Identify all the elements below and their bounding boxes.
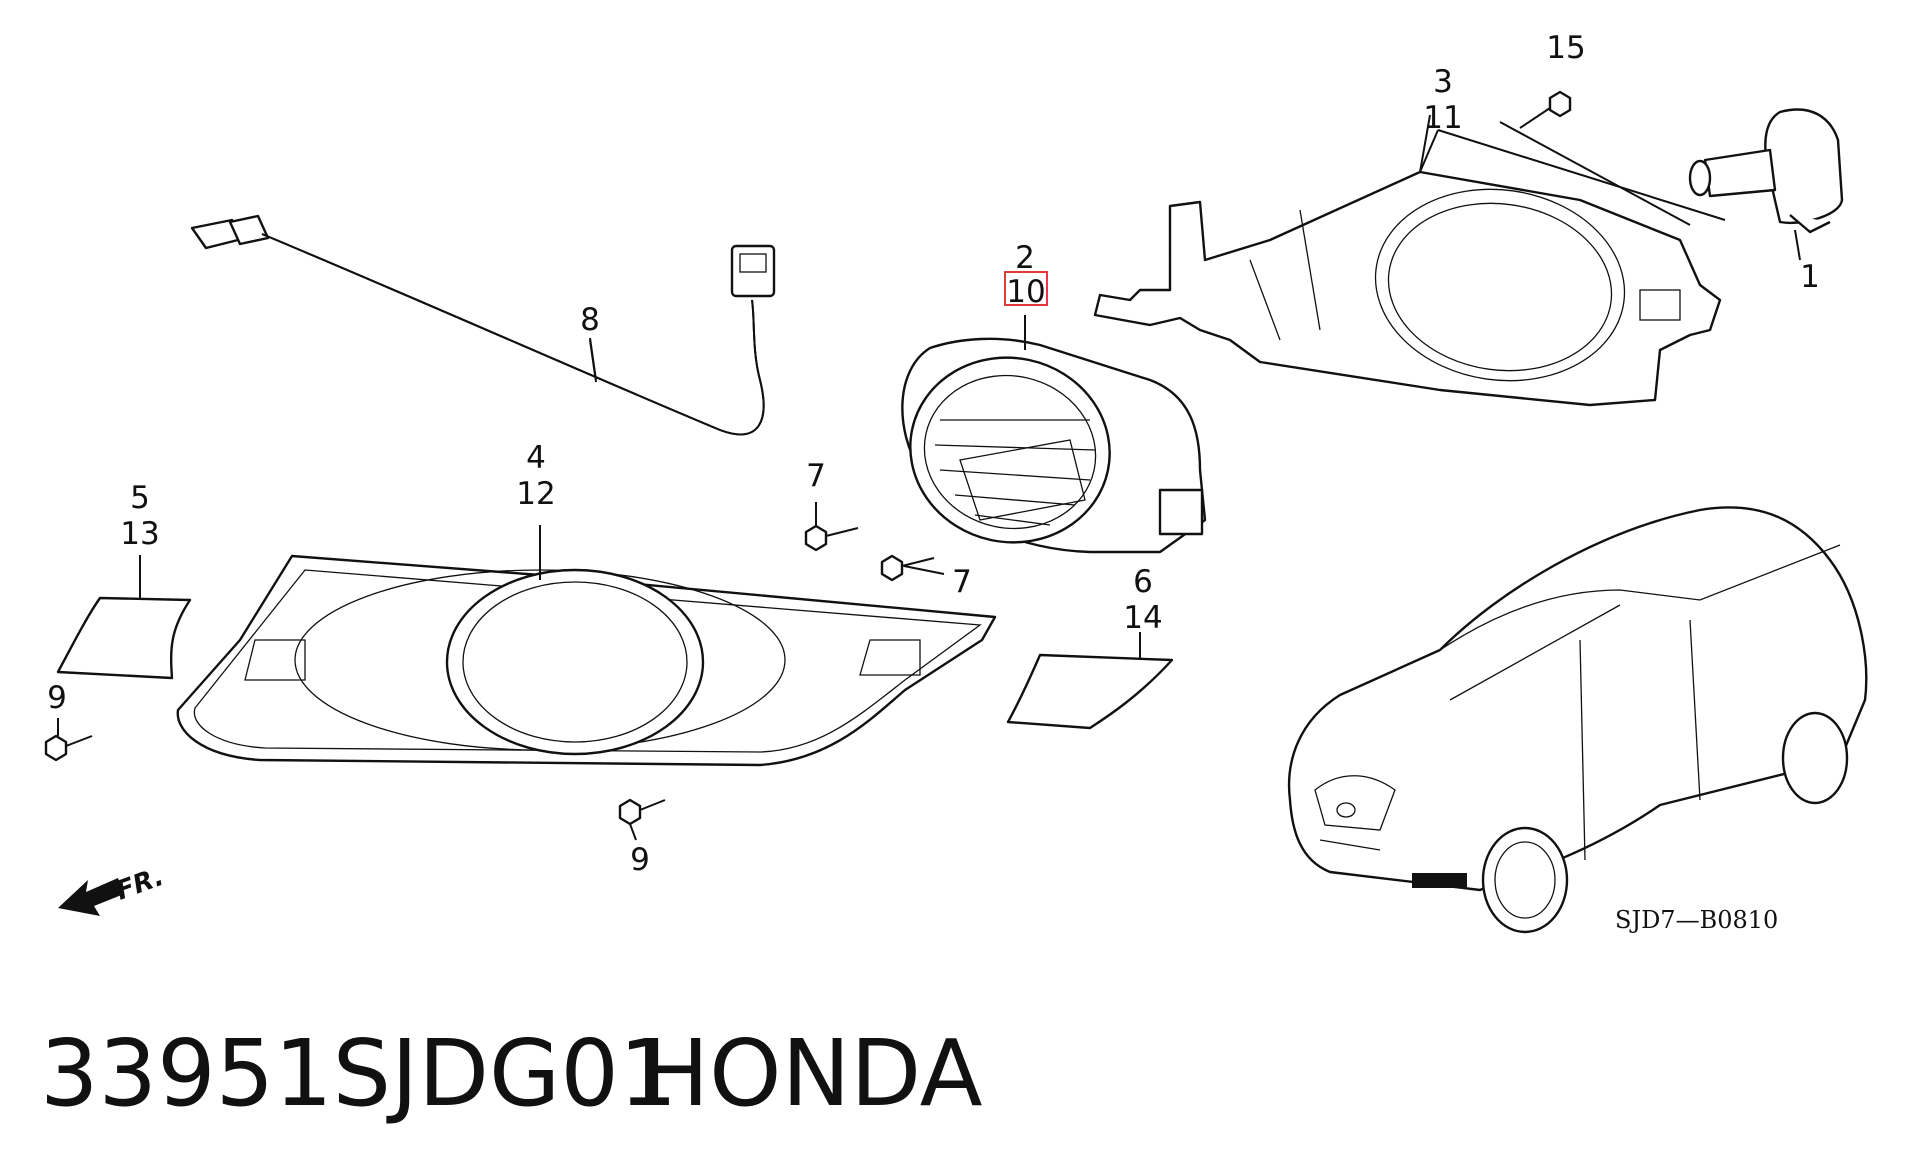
callout-9-left: 9 bbox=[47, 680, 67, 716]
callout-10: 10 bbox=[1006, 274, 1045, 310]
mounting-bracket bbox=[1093, 170, 1722, 407]
callout-13: 13 bbox=[120, 516, 159, 552]
callout-15: 15 bbox=[1546, 30, 1585, 66]
callout-7-upper: 7 bbox=[806, 458, 826, 494]
bolt-15 bbox=[1519, 90, 1572, 129]
front-arrow-icon bbox=[58, 878, 124, 916]
left-garnish bbox=[56, 596, 192, 680]
fog-light-unit bbox=[901, 337, 1207, 554]
callout-7-lower: 7 bbox=[952, 564, 972, 600]
part-number: 33951SJDG01 bbox=[40, 1020, 677, 1127]
callout-2: 2 bbox=[1015, 240, 1035, 276]
leader-lines bbox=[57, 114, 1801, 841]
wiring-harness bbox=[190, 214, 776, 436]
diagram-code: SJD7—B0810 bbox=[1615, 906, 1778, 934]
callout-3: 3 bbox=[1433, 64, 1453, 100]
front-label: FR. bbox=[112, 862, 167, 907]
bolt-7-lower bbox=[880, 554, 935, 582]
callout-6: 6 bbox=[1133, 564, 1153, 600]
front-direction-indicator: FR. bbox=[58, 862, 168, 916]
callout-labels: 15 3 11 1 2 10 8 4 12 5 13 7 7 6 14 9 9 bbox=[47, 30, 1820, 878]
callout-14: 14 bbox=[1123, 600, 1162, 636]
callout-4: 4 bbox=[526, 440, 546, 476]
brand-name: HONDA bbox=[640, 1020, 983, 1127]
fog-light-bulb bbox=[1688, 108, 1844, 234]
right-garnish bbox=[1006, 653, 1174, 730]
callout-1: 1 bbox=[1800, 259, 1820, 295]
callout-9-lower: 9 bbox=[630, 842, 650, 878]
bolt-9-lower bbox=[618, 798, 666, 826]
callout-12: 12 bbox=[516, 476, 555, 512]
vehicle-illustration bbox=[1287, 506, 1868, 934]
highlight-box bbox=[1004, 271, 1048, 306]
callout-8: 8 bbox=[580, 302, 600, 338]
callout-11: 11 bbox=[1423, 100, 1462, 136]
bolt-9-left bbox=[44, 734, 93, 762]
fog-light-bezel bbox=[176, 554, 997, 767]
bolt-7-upper bbox=[804, 524, 859, 552]
callout-5: 5 bbox=[130, 480, 150, 516]
